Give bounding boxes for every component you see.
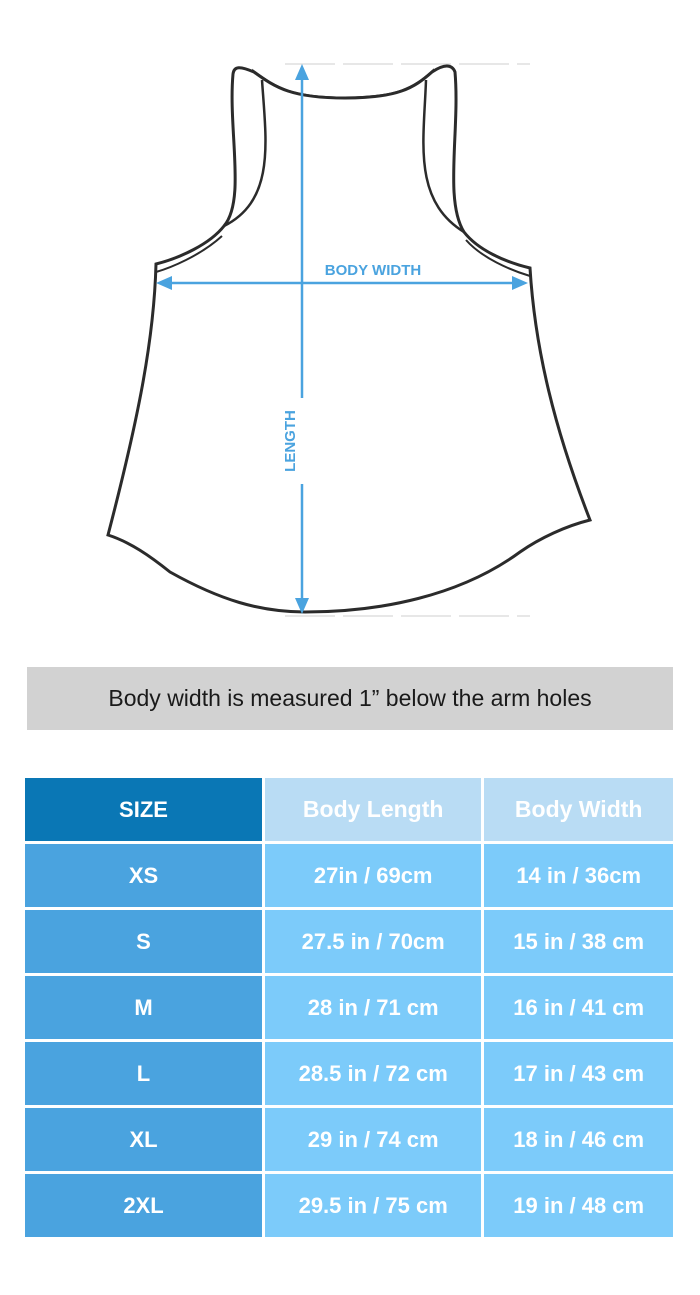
table-row: S 27.5 in / 70cm 15 in / 38 cm [25, 910, 673, 976]
size-cell: S [25, 910, 265, 976]
table-row: XL 29 in / 74 cm 18 in / 46 cm [25, 1108, 673, 1174]
tank-binding-right [422, 79, 465, 234]
header-size: SIZE [25, 778, 265, 844]
length-cell: 28.5 in / 72 cm [265, 1042, 485, 1108]
length-label: LENGTH [282, 410, 299, 472]
size-chart-table: SIZE Body Length Body Width XS 27in / 69… [25, 778, 673, 1240]
table-row: XS 27in / 69cm 14 in / 36cm [25, 844, 673, 910]
length-cell: 29.5 in / 75 cm [265, 1174, 485, 1240]
tank-binding-left [223, 79, 267, 228]
length-arrow [295, 64, 309, 614]
header-body-length: Body Length [265, 778, 485, 844]
width-cell: 14 in / 36cm [484, 844, 673, 910]
table-row: 2XL 29.5 in / 75 cm 19 in / 48 cm [25, 1174, 673, 1240]
body-width-label: BODY WIDTH [325, 262, 421, 279]
guide-lines [285, 63, 530, 617]
width-cell: 18 in / 46 cm [484, 1108, 673, 1174]
size-cell: L [25, 1042, 265, 1108]
tank-top-diagram: LENGTH BODY WIDTH [106, 63, 593, 617]
width-cell: 17 in / 43 cm [484, 1042, 673, 1108]
tank-binding-hem [155, 235, 223, 273]
length-cell: 28 in / 71 cm [265, 976, 485, 1042]
width-cell: 19 in / 48 cm [484, 1174, 673, 1240]
width-cell: 16 in / 41 cm [484, 976, 673, 1042]
length-label-bg [280, 398, 304, 484]
header-body-width: Body Width [484, 778, 673, 844]
table-row: L 28.5 in / 72 cm 17 in / 43 cm [25, 1042, 673, 1108]
measurement-note: Body width is measured 1” below the arm … [27, 667, 673, 730]
body-width-arrow [156, 276, 528, 290]
length-cell: 27.5 in / 70cm [265, 910, 485, 976]
size-cell: M [25, 976, 265, 1042]
width-cell: 15 in / 38 cm [484, 910, 673, 976]
measurement-note-text: Body width is measured 1” below the arm … [108, 685, 592, 711]
length-cell: 27in / 69cm [265, 844, 485, 910]
tank-top-outline [106, 64, 593, 614]
size-cell: 2XL [25, 1174, 265, 1240]
table-row: M 28 in / 71 cm 16 in / 41 cm [25, 976, 673, 1042]
size-cell: XL [25, 1108, 265, 1174]
tank-binding-hem-right [465, 239, 531, 277]
size-cell: XS [25, 844, 265, 910]
length-cell: 29 in / 74 cm [265, 1108, 485, 1174]
table-header-row: SIZE Body Length Body Width [25, 778, 673, 844]
